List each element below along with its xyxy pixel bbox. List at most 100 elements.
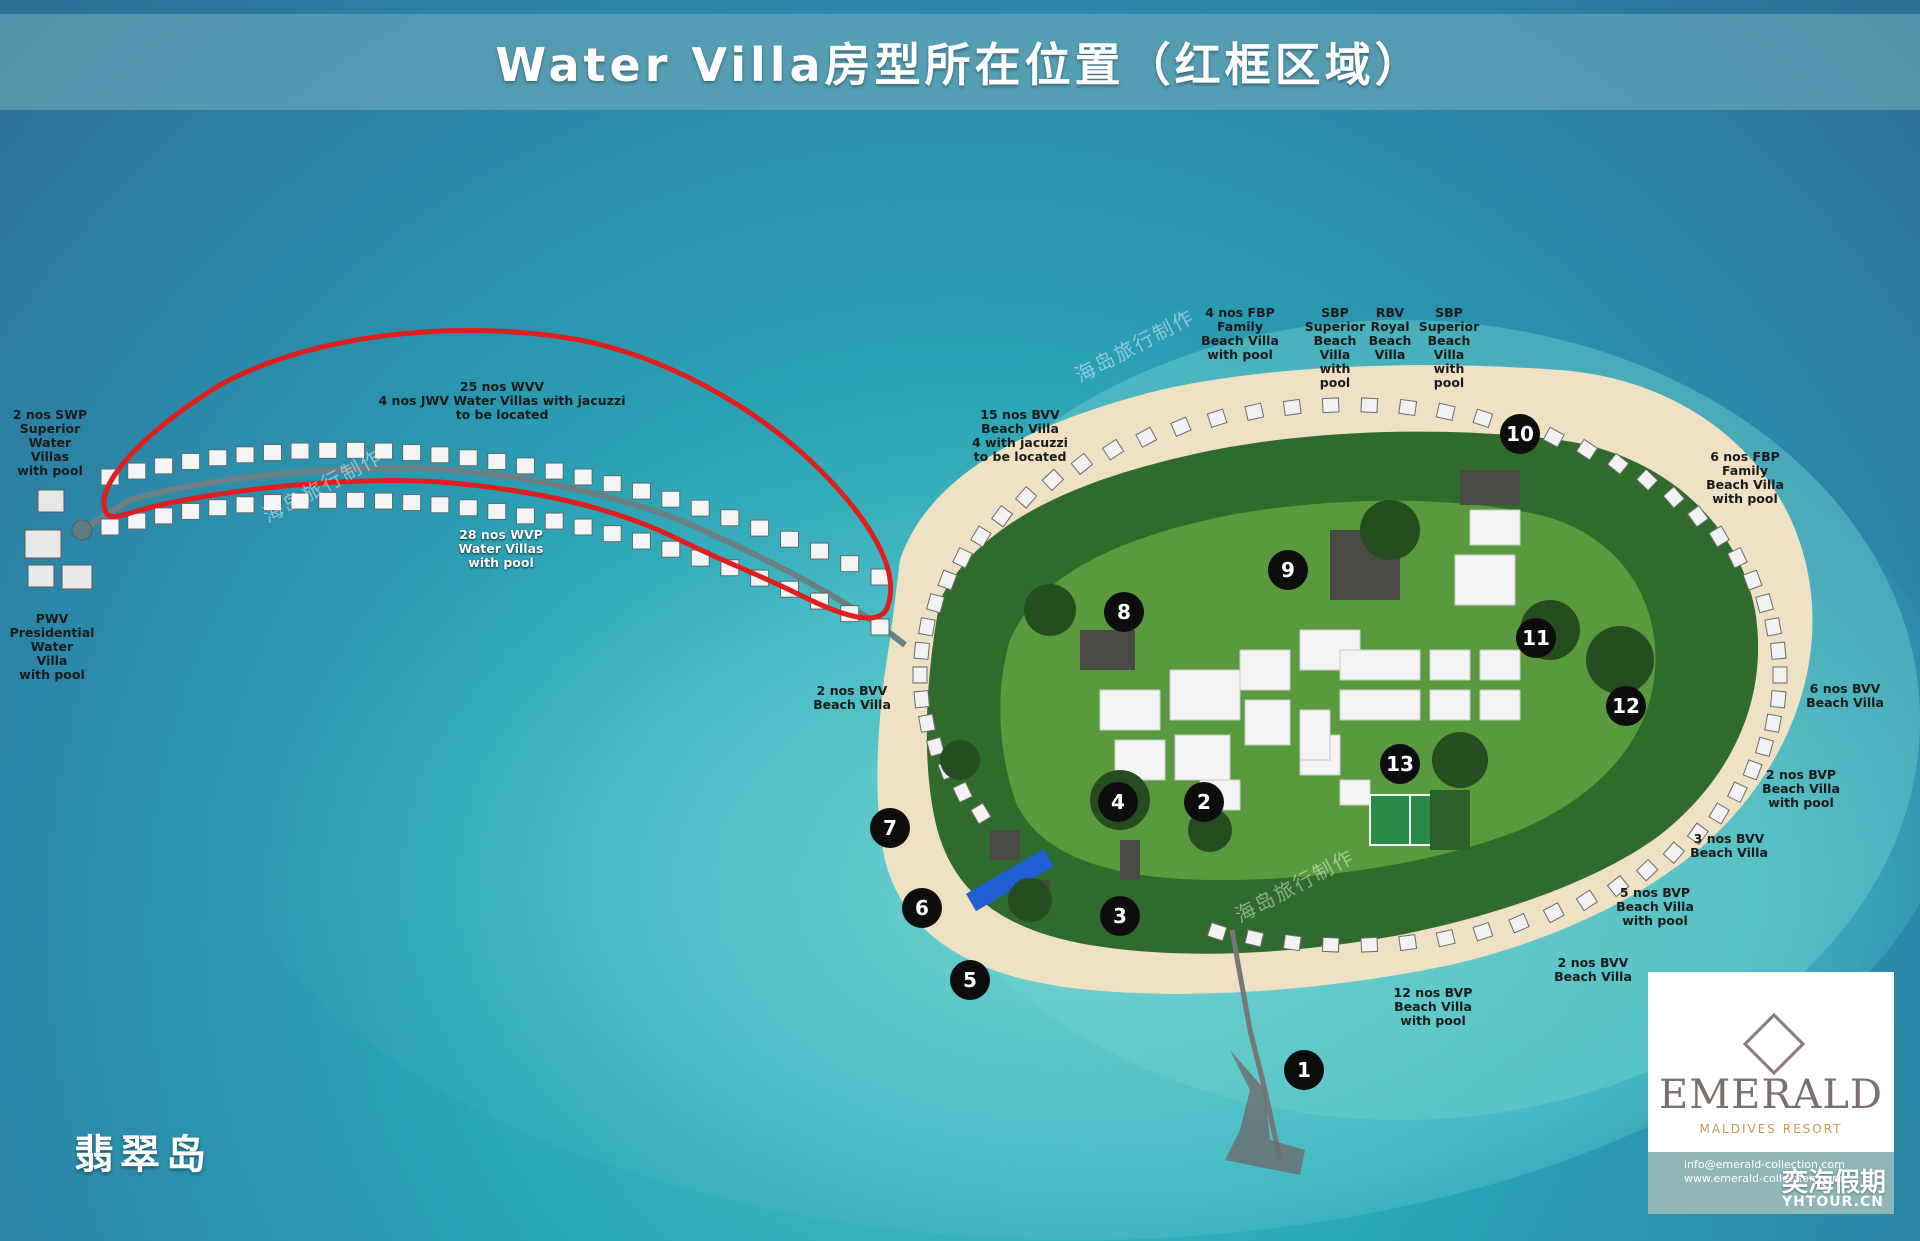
water-villa [154,507,174,525]
marker-11[interactable]: 11 [1516,618,1556,658]
label-fbp4: 4 nos FBP Family Beach Villa with pool [1201,305,1279,362]
water-villa [262,494,282,512]
water-villa [127,462,147,480]
water-villa [544,512,564,530]
beach-villa [1726,546,1748,569]
water-villa [544,462,564,480]
beach-villa [1755,592,1774,614]
beach-villa [1662,841,1686,864]
beach-villa [1435,402,1456,421]
beach-villa [1135,426,1158,448]
beach-villa [937,569,958,591]
marker-2[interactable]: 2 [1184,782,1224,822]
logo-subtitle: MALDIVES RESORT [1699,1122,1843,1136]
water-villa [430,496,450,514]
presidential-villas [24,489,93,590]
water-villa-highlight [101,328,894,621]
beach-villa [1282,933,1302,952]
water-villa [290,442,310,460]
marker-7[interactable]: 7 [870,808,910,848]
marker-5[interactable]: 5 [950,960,990,1000]
emerald-logo-icon [1742,1012,1806,1076]
water-villa [515,457,535,475]
beach-villa [1244,929,1265,948]
beach-villa [1635,468,1659,492]
beach-villa [1398,398,1418,417]
marker-4[interactable]: 4 [1098,782,1138,822]
beach-villa [1360,397,1379,414]
beach-villa [1772,666,1788,684]
label-bvv2-w: 2 nos BVV Beach Villa [813,683,891,712]
label-pwv: PWV Presidential Water Villa with pool [9,611,95,682]
beach-villa [1542,426,1565,448]
water-villa [100,518,120,536]
marker-9[interactable]: 9 [1268,550,1308,590]
beach-villa [1575,438,1599,461]
label-bvv2-se: 2 nos BVV Beach Villa [1554,955,1632,984]
jetty [1229,929,1283,1161]
water-villa [720,509,740,527]
water-villa [602,525,622,543]
marker-8[interactable]: 8 [1104,592,1144,632]
beach-villa [1014,486,1038,509]
label-bvv6: 6 nos BVV Beach Villa [1806,681,1884,710]
beach-villa [1764,713,1782,733]
beach-villa [1398,933,1418,952]
water-villa [374,442,394,460]
water-villa [208,499,228,517]
island-name: 翡翠岛 [74,1132,212,1178]
marker-3[interactable]: 3 [1100,896,1140,936]
beach-villa [1508,913,1530,934]
resort-logo: EMERALD MALDIVES RESORT info@emerald-col… [1648,972,1894,1214]
beach-villa [1708,525,1730,548]
label-bvv3: 3 nos BVV Beach Villa [1690,831,1768,860]
label-fbp6: 6 nos FBP Family Beach Villa with pool [1706,449,1784,506]
water-villa [840,555,860,573]
water-villa [430,446,450,464]
water-villa [631,482,651,500]
water-villa [810,542,830,560]
beach-villa [1770,690,1787,709]
beach-villa [991,505,1014,528]
beach-villa [1206,408,1228,428]
water-villa [487,502,507,520]
marker-10[interactable]: 10 [1500,414,1540,454]
beach-villa [1708,802,1730,825]
marker-1[interactable]: 1 [1284,1050,1324,1090]
water-villa [402,494,422,512]
water-villa [573,518,593,536]
marker-12[interactable]: 12 [1606,686,1646,726]
beach-villa [1321,936,1340,953]
logo-footer: info@emerald-collection.com www.emerald-… [1648,1152,1894,1214]
beach-villa [1472,408,1494,428]
beach-villa [1282,398,1302,417]
beach-villa [1542,902,1565,924]
water-villa [181,502,201,520]
water-villa [346,491,366,509]
label-bvv15: 15 nos BVV Beach Villa 4 with jacuzzi to… [972,407,1068,464]
beach-villa [952,781,974,804]
beach-villa [1041,468,1065,492]
water-villa [402,444,422,462]
page-title: Water Villa房型所在位置（红框区域） [495,38,1425,92]
beach-villa [970,802,992,825]
label-bvp5: 5 nos BVP Beach Villa with pool [1616,885,1694,928]
beach-villa [1755,736,1774,758]
beach-villa [1244,402,1265,421]
beach-villa [1742,569,1763,591]
beach-villa [1170,416,1192,437]
water-villa [208,449,228,467]
logo-contact: info@emerald-collection.com www.emerald-… [1684,1158,1845,1185]
marker-6[interactable]: 6 [902,888,942,928]
label-swp: 2 nos SWP Superior Water Villas with poo… [12,407,88,478]
beach-villa [1742,759,1763,781]
beach-villa [1206,922,1228,942]
tennis-courts [1369,790,1470,850]
beach-villa [1635,858,1659,882]
arrival-jetty [1225,1050,1305,1175]
water-villa [573,468,593,486]
beach-villa [913,690,930,709]
water-villa [690,499,710,517]
marker-13[interactable]: 13 [1380,744,1420,784]
